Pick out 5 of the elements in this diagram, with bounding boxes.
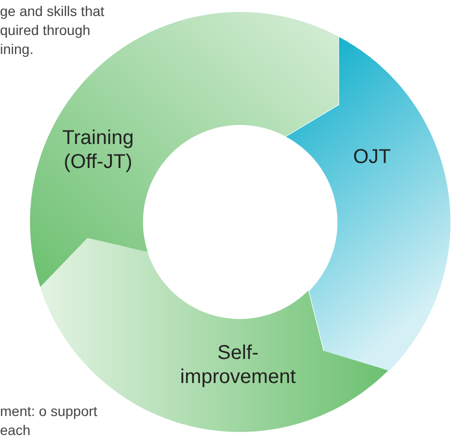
note-text: ment: o support each [0, 402, 98, 440]
note-text: ge and skills that quired through ining. [0, 2, 106, 59]
segment-label: Self-improvement [179, 340, 297, 389]
segment-label: OJT [352, 144, 392, 169]
segment-label: Training (Off-JT) [61, 126, 135, 174]
